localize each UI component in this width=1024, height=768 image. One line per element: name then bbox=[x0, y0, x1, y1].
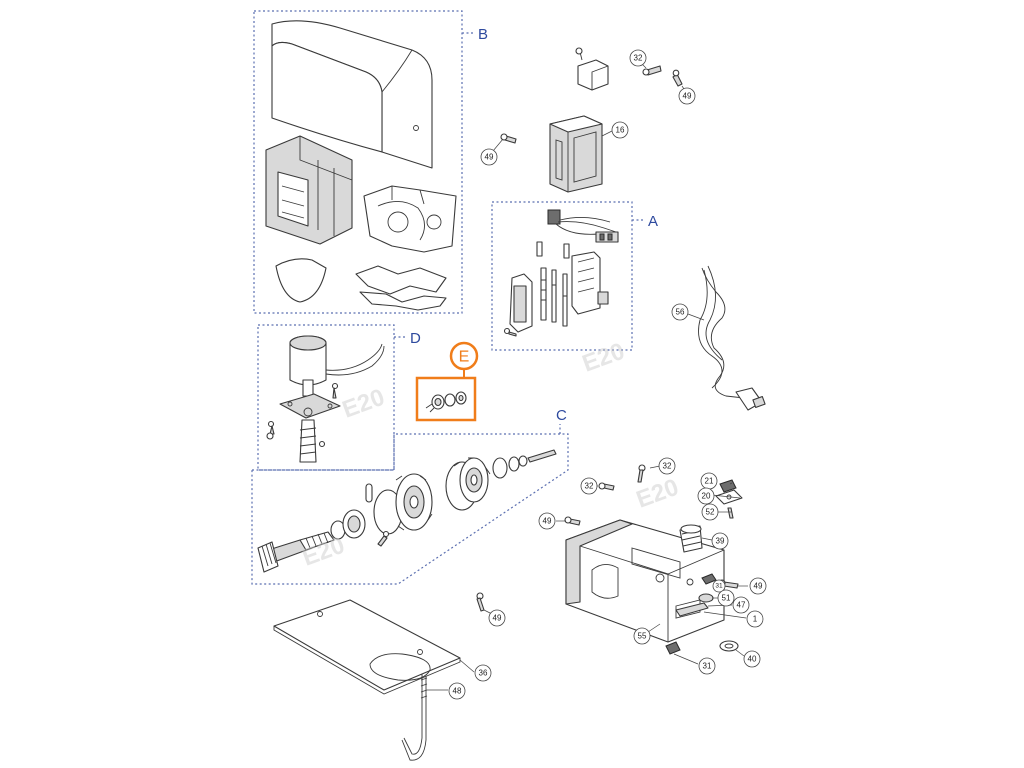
callout-32-top[interactable]: 32 bbox=[629, 49, 647, 67]
terminal-block-part bbox=[571, 251, 609, 315]
gear-housing-part bbox=[363, 185, 457, 253]
svg-text:40: 40 bbox=[748, 655, 757, 664]
group-e: E bbox=[415, 341, 479, 422]
gland-39-part bbox=[679, 524, 703, 553]
svg-text:39: 39 bbox=[716, 537, 725, 546]
nut-31-part bbox=[701, 573, 717, 585]
bracket-part bbox=[577, 59, 609, 91]
group-b-frame bbox=[253, 10, 463, 314]
svg-text:E20: E20 bbox=[579, 338, 628, 378]
svg-text:49: 49 bbox=[493, 614, 502, 623]
motor-part bbox=[266, 335, 385, 463]
group-b-label: B bbox=[478, 26, 488, 43]
svg-text:1: 1 bbox=[753, 615, 758, 624]
screw-49-mid bbox=[564, 516, 581, 526]
group-a-frame bbox=[491, 201, 633, 351]
callout-21[interactable]: 21 bbox=[700, 472, 718, 490]
screw-32-mid2 bbox=[598, 482, 615, 491]
callout-16[interactable]: 16 bbox=[611, 121, 629, 139]
callout-32-mid[interactable]: 32 bbox=[658, 457, 676, 475]
callout-40[interactable]: 40 bbox=[743, 650, 761, 668]
group-a-label: A bbox=[648, 213, 658, 230]
end-cap-part bbox=[275, 258, 327, 303]
svg-text:E20: E20 bbox=[339, 384, 388, 424]
group-e-frame bbox=[415, 376, 477, 422]
group-e-label: E bbox=[459, 349, 470, 366]
svg-text:49: 49 bbox=[683, 92, 692, 101]
group-c-frame bbox=[251, 433, 569, 585]
svg-text:52: 52 bbox=[706, 508, 715, 517]
callout-56[interactable]: 56 bbox=[671, 303, 689, 321]
nut-31b-part bbox=[665, 641, 681, 655]
callout-49-mid[interactable]: 49 bbox=[538, 512, 556, 530]
svg-text:20: 20 bbox=[702, 492, 711, 501]
callout-20[interactable]: 20 bbox=[697, 487, 715, 505]
washer-51-part bbox=[698, 593, 714, 603]
callout-52[interactable]: 52 bbox=[701, 503, 719, 521]
screw-32-mid bbox=[637, 464, 646, 483]
svg-text:49: 49 bbox=[485, 153, 494, 162]
group-b: B bbox=[253, 10, 488, 314]
callout-47[interactable]: 47 bbox=[732, 596, 750, 614]
callout-1[interactable]: 1 bbox=[746, 610, 764, 628]
callout-36[interactable]: 36 bbox=[474, 664, 492, 682]
svg-text:32: 32 bbox=[634, 54, 643, 63]
svg-text:47: 47 bbox=[737, 601, 746, 610]
svg-text:21: 21 bbox=[705, 477, 714, 486]
svg-text:32: 32 bbox=[585, 482, 594, 491]
cover-part bbox=[271, 20, 433, 169]
group-d: D bbox=[257, 324, 421, 471]
top-right-parts bbox=[500, 47, 683, 193]
screw-52-part bbox=[727, 507, 734, 519]
group-c: C bbox=[251, 407, 569, 585]
svg-text:48: 48 bbox=[453, 687, 462, 696]
group-d-frame bbox=[257, 324, 395, 471]
callout-32-mid2[interactable]: 32 bbox=[580, 477, 598, 495]
callout-48[interactable]: 48 bbox=[448, 682, 466, 700]
wiring-harness-part bbox=[547, 209, 619, 243]
base-plate-part bbox=[273, 599, 461, 695]
group-e-marker bbox=[449, 341, 479, 371]
screw-32-top bbox=[642, 65, 662, 76]
board-holder-part bbox=[509, 273, 533, 333]
svg-text:49: 49 bbox=[543, 517, 552, 526]
callout-49-right[interactable]: 49 bbox=[749, 577, 767, 595]
callout-31-a[interactable]: 31 bbox=[712, 579, 726, 593]
svg-text:31: 31 bbox=[715, 583, 723, 590]
group-a: A bbox=[491, 201, 658, 351]
svg-text:16: 16 bbox=[616, 126, 625, 135]
gear-train-part bbox=[257, 449, 557, 573]
svg-text:56: 56 bbox=[676, 308, 685, 317]
svg-text:49: 49 bbox=[754, 582, 763, 591]
callout-31-b[interactable]: 31 bbox=[698, 657, 716, 675]
power-cable-part bbox=[698, 265, 766, 411]
contact-pins-part bbox=[536, 241, 570, 327]
callout-49-top[interactable]: 49 bbox=[678, 87, 696, 105]
transformer-part bbox=[549, 115, 603, 193]
svg-text:51: 51 bbox=[722, 594, 731, 603]
screw-49-top bbox=[672, 69, 683, 87]
frame-body-part bbox=[265, 135, 353, 245]
washer-40-part bbox=[719, 640, 739, 652]
callout-55[interactable]: 55 bbox=[633, 627, 651, 645]
callout-39[interactable]: 39 bbox=[711, 532, 729, 550]
screw-49-bottom bbox=[476, 592, 485, 612]
group-c-label: C bbox=[556, 407, 567, 424]
gasket-part bbox=[355, 265, 447, 311]
svg-text:32: 32 bbox=[663, 462, 672, 471]
svg-text:31: 31 bbox=[703, 662, 712, 671]
callout-49-left[interactable]: 49 bbox=[480, 148, 498, 166]
svg-text:55: 55 bbox=[638, 632, 647, 641]
bearing-washer-part bbox=[425, 391, 467, 413]
screw-49-left bbox=[500, 133, 517, 144]
group-d-label: D bbox=[410, 330, 421, 347]
callout-49-bottom[interactable]: 49 bbox=[488, 609, 506, 627]
svg-text:36: 36 bbox=[479, 669, 488, 678]
watermark: E20 E20 E20 E20 bbox=[299, 338, 682, 572]
callout-51[interactable]: 51 bbox=[717, 589, 735, 607]
anchor-bolt-part bbox=[401, 674, 428, 761]
